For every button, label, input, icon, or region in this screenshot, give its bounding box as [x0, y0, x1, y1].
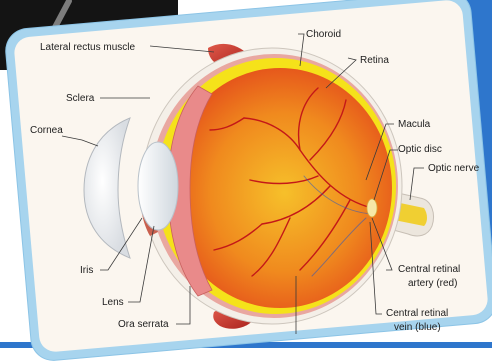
label-choroid: Choroid: [306, 29, 341, 40]
label-optic-nerve: Optic nerve: [428, 163, 480, 174]
leader-optic-nerve: [410, 168, 424, 200]
label-central-retinal-vein-line2: vein (blue): [394, 322, 441, 333]
label-sclera: Sclera: [66, 93, 95, 104]
label-ora-serrata: Ora serrata: [118, 319, 169, 330]
label-cornea: Cornea: [30, 125, 63, 136]
label-lens: Lens: [102, 297, 124, 308]
label-central-retinal-artery-line1: Central retinal: [398, 264, 460, 275]
label-central-retinal-artery-line2: artery (red): [408, 278, 457, 289]
label-lateral-rectus-muscle: Lateral rectus muscle: [40, 42, 135, 53]
leader-cornea: [62, 136, 98, 146]
eye-anatomy-diagram: Choroid Lateral rectus muscle Retina Scl…: [0, 0, 492, 348]
leader-lateral-rectus: [150, 46, 214, 52]
label-iris: Iris: [80, 265, 93, 276]
cornea-shape: [84, 118, 130, 258]
lens-shape: [138, 142, 178, 230]
label-optic-disc: Optic disc: [398, 144, 442, 155]
label-retina: Retina: [360, 55, 389, 66]
label-macula: Macula: [398, 119, 431, 130]
leader-lens: [128, 226, 154, 302]
label-central-retinal-vein-line1: Central retinal: [386, 308, 448, 319]
optic-disc-shape: [367, 199, 377, 217]
